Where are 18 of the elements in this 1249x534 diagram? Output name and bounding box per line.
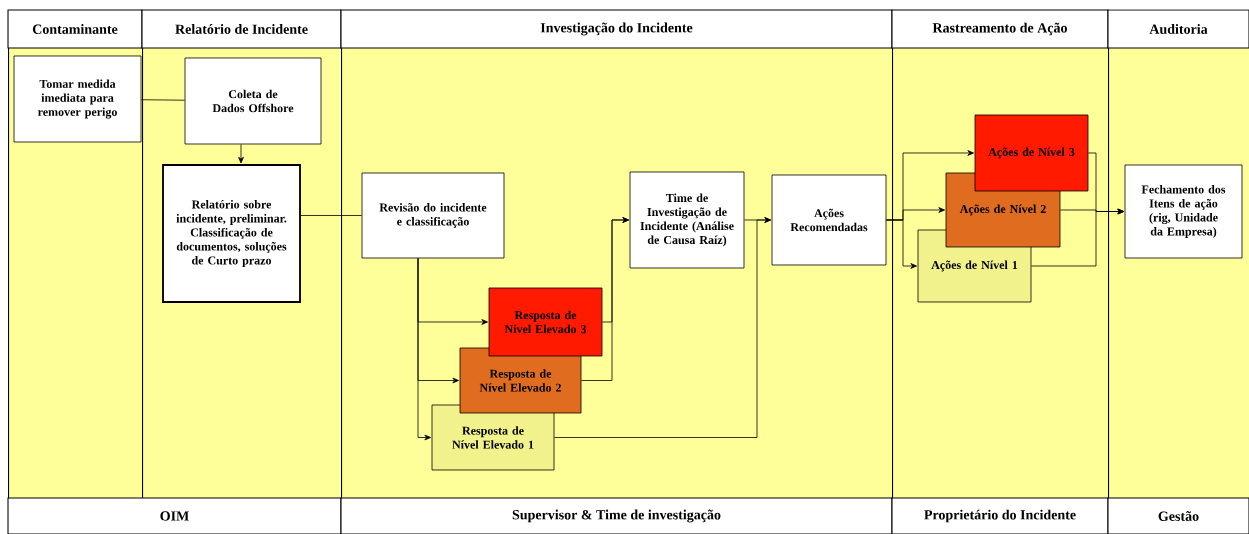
arrow bbox=[581, 217, 629, 381]
process-box: Revisão do incidente e classificação bbox=[361, 172, 505, 259]
process-box: Ações Recomendadas bbox=[771, 174, 887, 266]
process-box: Time de Investigação de Incidente (Análise de Causa Raíz) bbox=[629, 171, 745, 269]
process-box: Coleta de Dados Offshore bbox=[184, 57, 322, 145]
footer-cell: OIM bbox=[7, 497, 342, 534]
arrow bbox=[886, 219, 917, 269]
process-box: Relatório sobre incidente, preliminar. Classificação de documentos, soluções de Curto prazo bbox=[162, 164, 301, 303]
arrow bbox=[238, 144, 244, 164]
process-box: Fechamento dos Itens de ação (rig, Unidade da Empresa) bbox=[1124, 164, 1243, 259]
process-box: Tomar medida imediata para remover perigo bbox=[13, 55, 142, 143]
arrow bbox=[417, 258, 431, 441]
arrow bbox=[1031, 208, 1124, 267]
footer-cell: Proprietário do Incidente bbox=[891, 497, 1109, 534]
arrow bbox=[554, 217, 771, 438]
response-box: Resposta de Nível Elevado 3 bbox=[488, 287, 603, 357]
action-box: Ações de Nível 3 bbox=[974, 114, 1089, 192]
footer-cell: Gestão bbox=[1107, 497, 1249, 534]
